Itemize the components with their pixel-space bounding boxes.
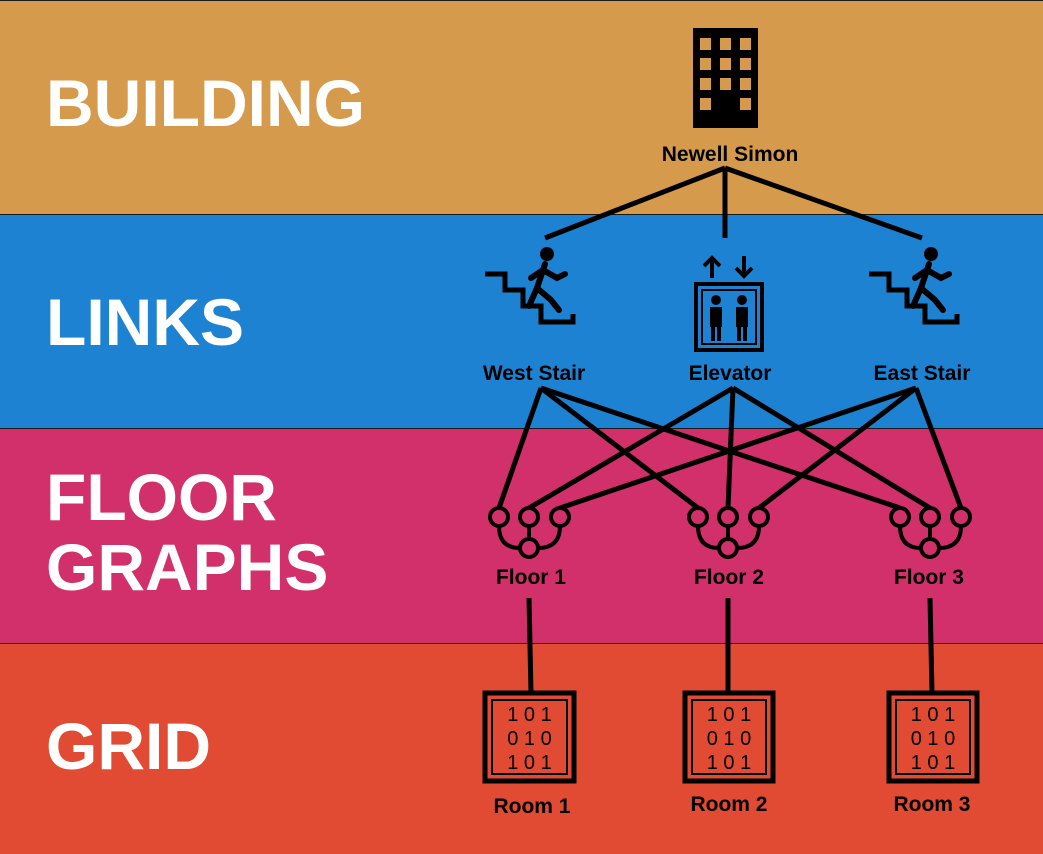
grid-bit-row: 1 0 1 [707,752,751,774]
link-node-east-stair: East Stair [869,247,970,385]
grid-layer-title: GRID [46,709,211,783]
stair-runner-icon [869,247,960,325]
edge-link-to-floor [540,385,901,511]
graph-nodes-icon [889,506,972,559]
graph-nodes-icon [687,506,770,559]
grid-bit-row: 1 0 1 [911,704,955,726]
link-node-west-stair: West Stair [483,247,585,385]
floor-label-1: Floor 1 [496,566,566,589]
room-label-3: Room 3 [893,793,970,816]
link-label-east-stair: East Stair [874,362,971,385]
elevator-icon [694,255,764,352]
building-layer-title: BUILDING [46,66,365,140]
links-layer-band [0,214,1043,429]
edge-building-to-link [544,165,726,241]
building-node: Newell Simon [662,28,799,166]
links-layer-title: LINKS [46,285,244,359]
grid-bit-row: 1 0 1 [911,752,955,774]
edge-link-to-floor [913,387,964,509]
binary-grid-icon: 1 0 10 1 01 0 1 [482,690,577,784]
link-label-elevator: Elevator [689,362,772,385]
grid-bit-row: 1 0 1 [507,752,551,774]
edge-floor-to-room [927,597,935,694]
binary-grid-icon: 1 0 10 1 01 0 1 [682,690,776,784]
floor-graphs-layer-band [0,428,1043,644]
grid-layer-band [0,643,1043,854]
edge-link-to-floor [527,385,735,511]
link-node-elevator: Elevator [689,255,772,385]
link-label-west-stair: West Stair [483,362,585,385]
binary-grid-icon: 1 0 10 1 01 0 1 [886,690,980,784]
edge-link-to-floor [559,385,917,511]
grid-bit-row: 0 1 0 [911,728,955,750]
building-layer-band [0,0,1043,215]
building-icon [693,28,758,128]
grid-bit-row: 0 1 0 [507,728,551,750]
edge-floor-to-room [526,597,534,694]
edge-link-to-floor [496,387,544,509]
floor-label-3: Floor 3 [894,566,964,589]
floor-label-2: Floor 2 [694,566,764,589]
room-label-1: Room 1 [493,795,570,818]
stair-runner-icon [485,247,576,325]
grid-bit-row: 1 0 1 [507,704,551,726]
edge-link-to-floor [731,385,932,511]
edge-building-to-link [724,165,923,241]
graph-nodes-icon [488,506,571,559]
grid-bit-row: 0 1 0 [707,728,751,750]
room-label-2: Room 2 [690,793,767,816]
grid-bit-row: 1 0 1 [707,704,751,726]
floor-graphs-layer-title: FLOOR GRAPHS [46,460,329,604]
edge-link-to-floor [757,386,918,510]
edge-link-to-floor [539,386,700,510]
building-label: Newell Simon [662,143,799,166]
